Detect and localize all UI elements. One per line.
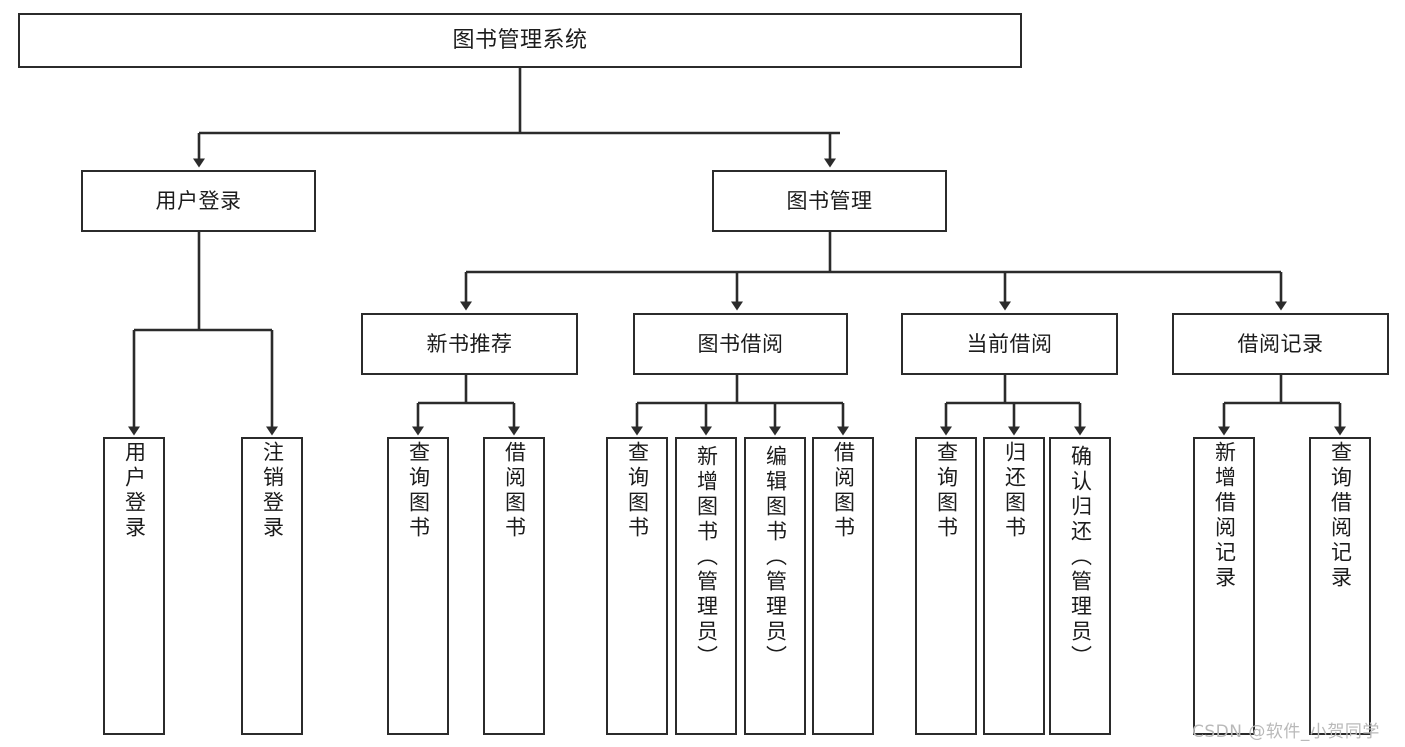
node-leaf-logout-login-label: 注销登录 <box>260 441 285 541</box>
node-leaf-return-book-label: 归还图书 <box>1002 441 1027 541</box>
node-leaf-query-book-1[interactable]: 查询图书 <box>387 437 449 735</box>
node-leaf-add-book[interactable]: 新增图书（管理员） <box>675 437 737 735</box>
node-book-borrow-label: 图书借阅 <box>697 331 784 356</box>
node-user-login-label: 用户登录 <box>155 188 242 213</box>
node-leaf-query-borrow-record[interactable]: 查询借阅记录 <box>1309 437 1371 735</box>
node-borrow-record-label: 借阅记录 <box>1237 331 1324 356</box>
node-leaf-logout-login[interactable]: 注销登录 <box>241 437 303 735</box>
node-book-management-label: 图书管理 <box>786 188 873 213</box>
node-new-book-recommend-label: 新书推荐 <box>426 331 513 356</box>
node-leaf-edit-book-label: 编辑图书（管理员） <box>763 445 788 670</box>
node-leaf-borrow-book-2-label: 借阅图书 <box>831 441 856 541</box>
node-leaf-add-book-label: 新增图书（管理员） <box>694 445 719 670</box>
node-leaf-query-book-1-label: 查询图书 <box>406 441 431 541</box>
node-leaf-return-book[interactable]: 归还图书 <box>983 437 1045 735</box>
node-current-borrow[interactable]: 当前借阅 <box>901 313 1118 375</box>
node-leaf-add-borrow-record-label: 新增借阅记录 <box>1212 441 1237 591</box>
node-leaf-query-book-3-label: 查询图书 <box>934 441 959 541</box>
node-book-borrow[interactable]: 图书借阅 <box>633 313 848 375</box>
node-leaf-borrow-book-1-label: 借阅图书 <box>502 441 527 541</box>
node-leaf-user-login-label: 用户登录 <box>122 441 147 541</box>
node-borrow-record[interactable]: 借阅记录 <box>1172 313 1389 375</box>
node-leaf-confirm-return[interactable]: 确认归还（管理员） <box>1049 437 1111 735</box>
node-leaf-query-book-2-label: 查询图书 <box>625 441 650 541</box>
node-leaf-user-login[interactable]: 用户登录 <box>103 437 165 735</box>
node-current-borrow-label: 当前借阅 <box>966 331 1053 356</box>
node-leaf-borrow-book-2[interactable]: 借阅图书 <box>812 437 874 735</box>
node-leaf-edit-book[interactable]: 编辑图书（管理员） <box>744 437 806 735</box>
node-leaf-confirm-return-label: 确认归还（管理员） <box>1068 445 1093 670</box>
node-user-login[interactable]: 用户登录 <box>81 170 316 232</box>
node-leaf-query-book-3[interactable]: 查询图书 <box>915 437 977 735</box>
node-leaf-add-borrow-record[interactable]: 新增借阅记录 <box>1193 437 1255 735</box>
node-leaf-query-book-2[interactable]: 查询图书 <box>606 437 668 735</box>
node-leaf-query-borrow-record-label: 查询借阅记录 <box>1328 441 1353 591</box>
node-root[interactable]: 图书管理系统 <box>18 13 1022 68</box>
node-book-management[interactable]: 图书管理 <box>712 170 947 232</box>
csdn-watermark: CSDN @软件_小贺同学 <box>1192 722 1380 742</box>
node-root-label: 图书管理系统 <box>452 27 588 53</box>
node-new-book-recommend[interactable]: 新书推荐 <box>361 313 578 375</box>
node-leaf-borrow-book-1[interactable]: 借阅图书 <box>483 437 545 735</box>
